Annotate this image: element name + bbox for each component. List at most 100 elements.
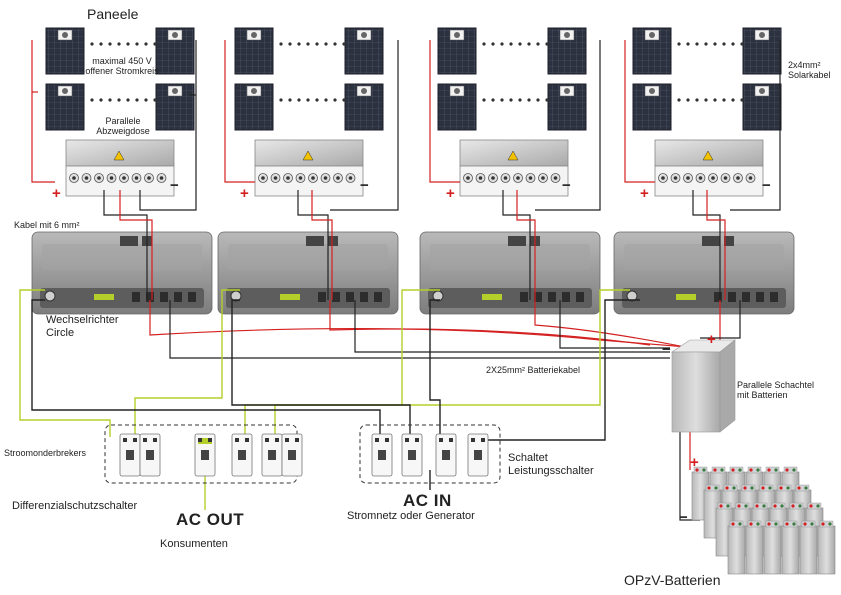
plus-sign: + xyxy=(690,454,699,471)
junction-box-icon xyxy=(254,139,364,197)
string-dot xyxy=(306,98,310,102)
junction-line1: Parallele xyxy=(105,116,141,126)
circuit-breaker-icon xyxy=(281,433,303,477)
inverter-icon xyxy=(613,231,795,315)
minus-sign: − xyxy=(662,341,671,358)
battery-box-line2: mit Batterien xyxy=(737,390,788,401)
string-dot xyxy=(545,42,549,46)
solar-panel-icon xyxy=(547,27,587,75)
rcd-label: Differenzialschutzschalter xyxy=(12,500,138,512)
solar-panel-icon xyxy=(632,27,672,75)
max-voltage-label: maximal 450 V offener Stromkreis xyxy=(76,56,168,77)
string-dot xyxy=(279,42,283,46)
solar-cable-line1: 2x4mm² xyxy=(788,60,821,70)
string-dot xyxy=(536,42,540,46)
solar-panel-icon xyxy=(344,27,384,75)
max-voltage-line1: maximal 450 V xyxy=(92,56,152,66)
plus-sign: + xyxy=(640,185,649,202)
solar-panel-icon xyxy=(155,27,195,75)
solar-panel-icon xyxy=(155,83,195,131)
string-dot xyxy=(731,98,735,102)
junction-boxes xyxy=(65,139,764,197)
string-dot xyxy=(297,98,301,102)
solar-panel-icon xyxy=(742,27,782,75)
string-dot xyxy=(677,42,681,46)
string-dot xyxy=(509,42,513,46)
battery-parallel-box xyxy=(671,339,736,433)
ac-in-breaker-box xyxy=(359,424,501,484)
solar-panel-icon xyxy=(234,83,274,131)
battery-box-label: Parallele Schachtel mit Batterien xyxy=(737,380,814,401)
string-dot xyxy=(491,98,495,102)
solar-array xyxy=(45,27,782,131)
solar-panel-icon xyxy=(742,83,782,131)
switched-breakers-label: Schaltet Leistungsschalter xyxy=(508,452,594,477)
string-dot xyxy=(686,98,690,102)
string-dot xyxy=(126,42,130,46)
solar-panel-icon xyxy=(45,83,85,131)
battery-icon xyxy=(817,520,836,575)
inverters xyxy=(31,231,795,315)
switched-line1: Schaltet xyxy=(508,452,548,464)
string-dot xyxy=(144,98,148,102)
string-dot xyxy=(518,98,522,102)
string-dot xyxy=(342,42,346,46)
string-dot xyxy=(279,98,283,102)
circuit-breaker-icon xyxy=(261,433,283,477)
string-dot xyxy=(536,98,540,102)
ac-in-title: AC IN xyxy=(403,491,452,510)
string-dot xyxy=(90,98,94,102)
solar-panel-icon xyxy=(45,27,85,75)
string-dot xyxy=(324,98,328,102)
minus-sign: − xyxy=(360,177,369,194)
inverter-icon xyxy=(31,231,213,315)
string-dot xyxy=(722,42,726,46)
circuit-breaker-icon xyxy=(231,433,253,477)
solar-panel-icon xyxy=(234,27,274,75)
string-dot xyxy=(108,98,112,102)
plus-sign: + xyxy=(446,185,455,202)
string-dot xyxy=(117,42,121,46)
string-dot xyxy=(288,42,292,46)
string-dot xyxy=(722,98,726,102)
ac-wiring xyxy=(19,289,640,510)
breaker-row xyxy=(119,433,489,477)
junction-box-icon xyxy=(65,139,175,197)
inverter-line2: Circle xyxy=(46,326,75,339)
solar-cable-label: 2x4mm² Solarkabel xyxy=(788,60,831,81)
string-dot xyxy=(126,98,130,102)
string-dot xyxy=(108,42,112,46)
string-dot xyxy=(297,42,301,46)
solar-panel-icon xyxy=(632,83,672,131)
string-dot xyxy=(153,98,157,102)
junction-box-icon xyxy=(654,139,764,197)
string-dot xyxy=(144,42,148,46)
junction-label: Parallele Abzweigdose xyxy=(78,116,168,137)
string-dot xyxy=(500,42,504,46)
plus-sign: + xyxy=(240,185,249,202)
battery-icon xyxy=(745,520,764,575)
string-dot xyxy=(333,98,337,102)
string-dot xyxy=(740,42,744,46)
string-dot xyxy=(90,42,94,46)
battery-icon xyxy=(799,520,818,575)
solar-panel-icon xyxy=(547,83,587,131)
switched-line2: Leistungsschalter xyxy=(508,464,594,477)
solar-panel-icon xyxy=(437,27,477,75)
string-dot xyxy=(153,42,157,46)
string-dot xyxy=(713,98,717,102)
solar-cable-line2: Solarkabel xyxy=(788,70,831,81)
opzv-label: OPzV-Batterien xyxy=(624,572,721,588)
string-dot xyxy=(491,42,495,46)
circuit-breaker-icon xyxy=(119,433,141,477)
string-dot xyxy=(704,98,708,102)
inverter-icon xyxy=(419,231,601,315)
string-dot xyxy=(695,42,699,46)
string-dot xyxy=(740,98,744,102)
minus-sign: − xyxy=(170,177,179,194)
string-dot xyxy=(315,42,319,46)
solar-panel-icon xyxy=(344,83,384,131)
plus-sign: + xyxy=(52,185,61,202)
string-dot xyxy=(306,42,310,46)
rcd-icon xyxy=(194,433,216,477)
